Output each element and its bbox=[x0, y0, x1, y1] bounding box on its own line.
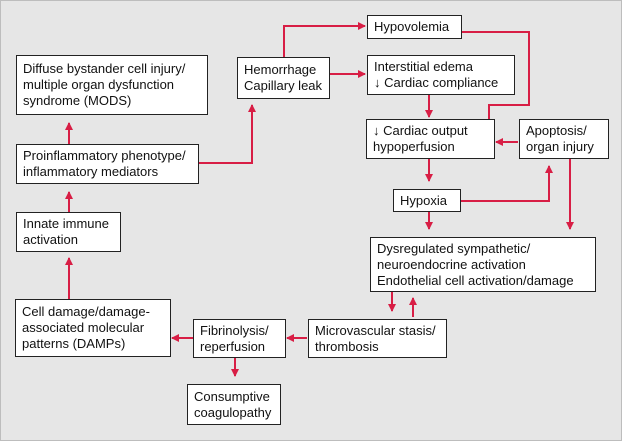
node-dysregulated: Dysregulated sympathetic/ neuroendocrine… bbox=[370, 237, 596, 292]
node-fibrinolysis: Fibrinolysis/ reperfusion bbox=[193, 319, 286, 358]
node-mods: Diffuse bystander cell injury/ multiple … bbox=[16, 55, 208, 115]
node-text: Hypovolemia bbox=[374, 19, 450, 34]
node-text: thrombosis bbox=[315, 338, 379, 354]
node-damps: Cell damage/damage- associated molecular… bbox=[15, 299, 171, 357]
node-hypoxia: Hypoxia bbox=[393, 189, 461, 212]
node-text: Cell damage/damage- bbox=[22, 304, 150, 319]
node-text: hypoperfusion bbox=[373, 139, 455, 154]
node-text: Apoptosis/ bbox=[526, 123, 587, 138]
node-text: Hemorrhage bbox=[244, 62, 317, 77]
node-text: Fibrinolysis/ bbox=[200, 322, 269, 338]
arrow-hypoxia-to-apoptosis bbox=[461, 165, 553, 202]
node-text: syndrome (MODS) bbox=[23, 93, 132, 108]
node-text: neuroendocrine activation bbox=[377, 256, 526, 272]
node-proinflammatory: Proinflammatory phenotype/ inflammatory … bbox=[16, 144, 199, 184]
node-hemorrhage: Hemorrhage Capillary leak bbox=[237, 57, 330, 99]
node-text: Diffuse bystander cell injury/ bbox=[23, 61, 186, 76]
node-text: Endothelial cell activation/damage bbox=[377, 272, 574, 288]
node-stasis: Microvascular stasis/ thrombosis bbox=[308, 319, 447, 358]
node-apoptosis: Apoptosis/ organ injury bbox=[519, 119, 609, 159]
node-text: Proinflammatory phenotype/ bbox=[23, 148, 186, 163]
node-text: inflammatory mediators bbox=[23, 164, 159, 179]
node-text: coagulopathy bbox=[194, 404, 272, 420]
node-innate: Innate immune activation bbox=[16, 212, 121, 252]
node-text: Microvascular stasis/ bbox=[315, 322, 436, 338]
node-text: associated molecular bbox=[22, 320, 145, 335]
node-text: multiple organ dysfunction bbox=[23, 77, 175, 92]
node-text: Interstitial edema bbox=[374, 59, 473, 74]
node-text: activation bbox=[23, 232, 78, 247]
node-text: ↓ Cardiac output bbox=[373, 123, 468, 138]
node-text: Consumptive bbox=[194, 388, 270, 404]
node-text: Innate immune bbox=[23, 216, 109, 231]
node-text: Hypoxia bbox=[400, 192, 447, 208]
node-text: ↓ Cardiac compliance bbox=[374, 75, 499, 90]
node-text: patterns (DAMPs) bbox=[22, 336, 126, 351]
arrow-hemorrhage-to-hypovolemia bbox=[283, 22, 366, 57]
node-cardiac-output: ↓ Cardiac output hypoperfusion bbox=[366, 119, 495, 159]
node-coagulopathy: Consumptive coagulopathy bbox=[187, 384, 281, 425]
node-edema: Interstitial edema ↓ Cardiac compliance bbox=[367, 55, 515, 95]
node-text: reperfusion bbox=[200, 338, 266, 354]
node-text: organ injury bbox=[526, 139, 594, 154]
node-hypovolemia: Hypovolemia bbox=[367, 15, 462, 39]
node-text: Dysregulated sympathetic/ bbox=[377, 240, 531, 256]
node-text: Capillary leak bbox=[244, 78, 323, 93]
